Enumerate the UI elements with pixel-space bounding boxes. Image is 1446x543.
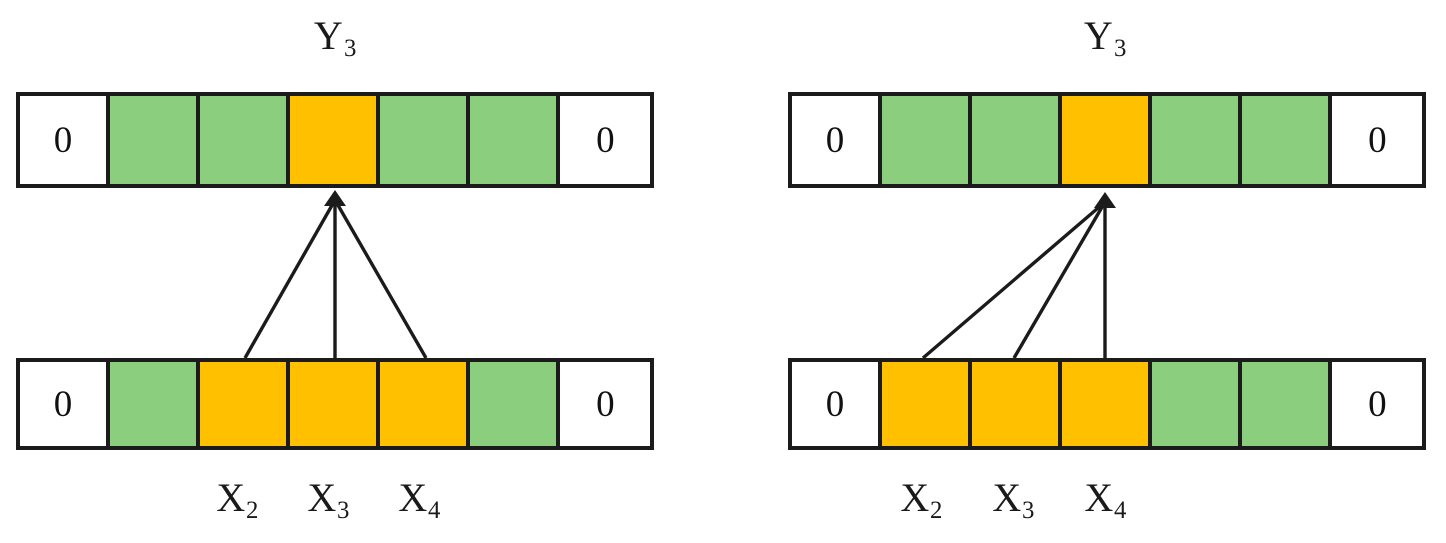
input-label-x2: X2: [900, 475, 943, 525]
output-cell-5: [1242, 96, 1333, 184]
input-cell-4: [380, 362, 471, 446]
input-cell-6: 0: [560, 362, 651, 446]
output-label-y3: Y3: [313, 13, 357, 63]
input-cell-6: 0: [1332, 362, 1423, 446]
input-cell-1: [882, 362, 973, 446]
output-cell-3: [1062, 96, 1153, 184]
input-cell-0: 0: [792, 362, 883, 446]
input-cell-0: 0: [20, 362, 111, 446]
arrow-head: [324, 190, 346, 206]
input-cell-5: [470, 362, 561, 446]
arrow-line-2: [333, 199, 428, 359]
output-cell-1: [882, 96, 973, 184]
input-label-x2: X2: [216, 475, 259, 525]
input-cell-3: [1062, 362, 1153, 446]
output-cell-4: [380, 96, 471, 184]
output-cell-6: 0: [560, 96, 651, 184]
input-label-x4: X4: [1084, 475, 1127, 525]
input-cell-1: [110, 362, 201, 446]
output-cell-2: [200, 96, 291, 184]
input-cell-2: [200, 362, 291, 446]
input-label-x3: X3: [307, 475, 350, 525]
output-cell-0: 0: [792, 96, 883, 184]
input-label-x4: X4: [398, 475, 441, 525]
arrow-line-1: [1012, 201, 1107, 359]
output-cell-1: [110, 96, 201, 184]
output-cell-3: [290, 96, 381, 184]
output-cell-0: 0: [20, 96, 111, 184]
input-cell-5: [1242, 362, 1333, 446]
output-label-y3: Y3: [1083, 13, 1127, 63]
input-cell-4: [1152, 362, 1243, 446]
arrow-head: [1094, 192, 1116, 208]
output-cell-5: [470, 96, 561, 184]
input-cell-2: [972, 362, 1063, 446]
output-cell-6: 0: [1332, 96, 1423, 184]
connection-arrows-left: [243, 190, 428, 359]
arrow-line-0: [921, 200, 1107, 360]
connection-arrows-right: [921, 192, 1116, 360]
arrow-line-0: [243, 199, 337, 359]
input-label-x3: X3: [992, 475, 1035, 525]
input-cell-3: [290, 362, 381, 446]
output-cell-2: [972, 96, 1063, 184]
output-cell-4: [1152, 96, 1243, 184]
